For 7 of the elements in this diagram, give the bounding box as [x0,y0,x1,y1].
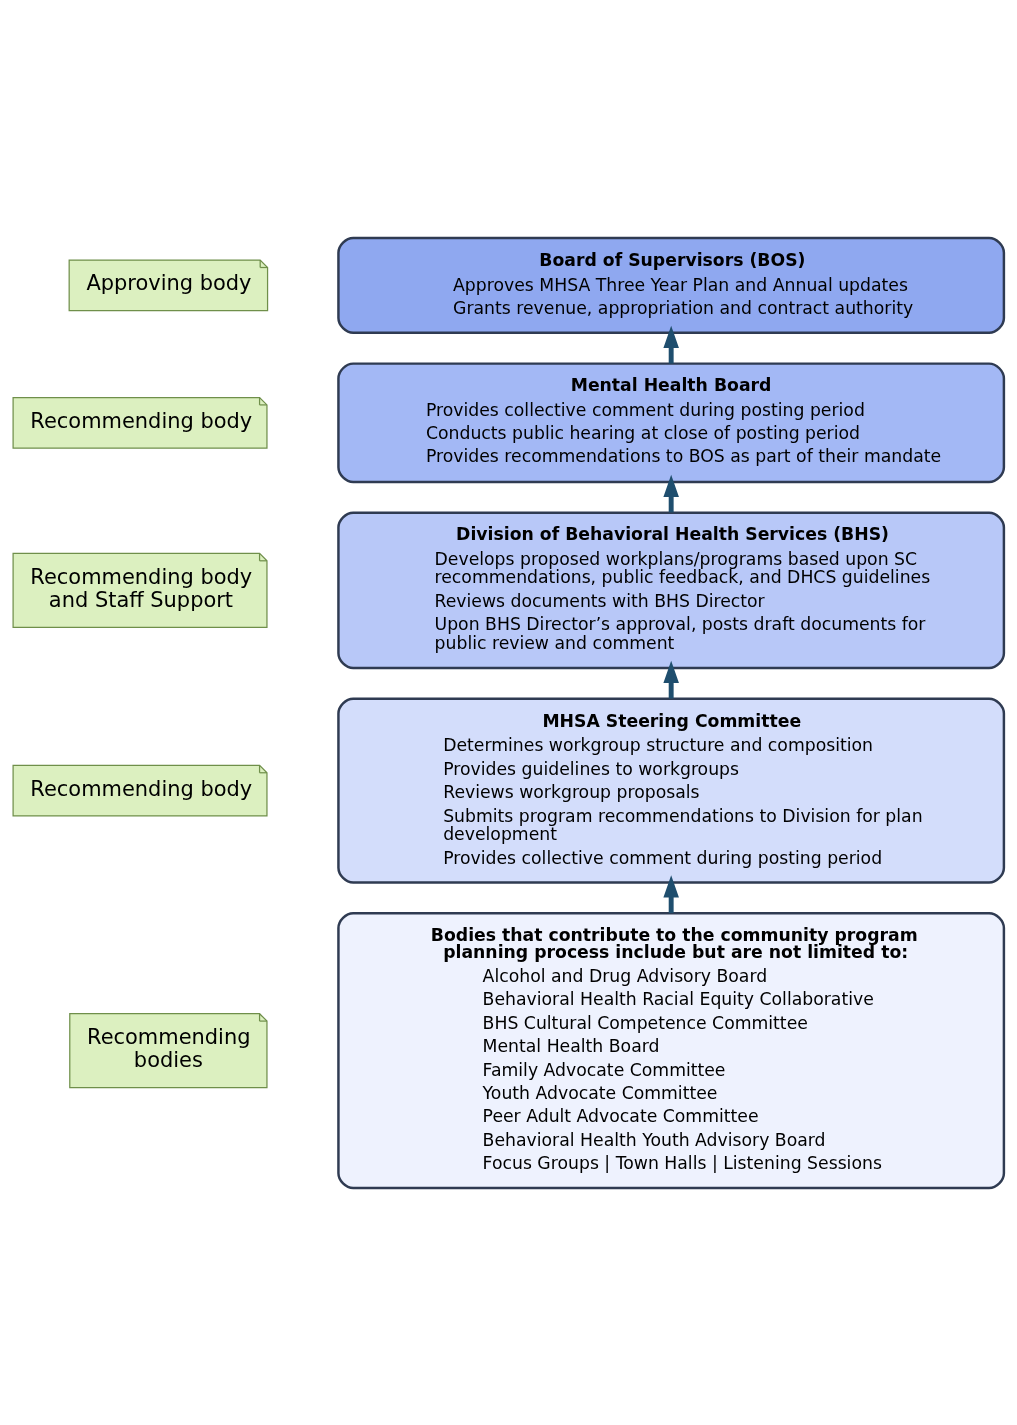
node-box: Division of Behavioral Health Services (BHS) Develops proposed workplans/programs based upon SC recommendations, public feedback, and DHCS guidelines Reviews documents with BHS Director Upon BHS Director’s approval, posts draft documents for public review and comment [337,511,1006,669]
node-box: Bodies that contribute to the community program planning process include but are not limited to: Alcohol and Drug Advisory Board Behavioral Health Racial Equity Collaborative BHS Cultural Competence Committee Mental Health Board Family Advocate Committee Youth Advocate Committee Peer Adult Advocate Committee Behavioral Health Youth Advisory Board Focus Groups | Town Halls | Listening Sessions [337,911,1006,1189]
node-box: Board of Supervisors (BOS) Approves MHSA Three Year Plan and Annual updates Grants revenue, appropriation and contract authority [337,236,1006,334]
node-box: MHSA Steering Committee Determines workgroup structure and composition Provides guidelines to workgroups Reviews workgroup proposals Submits program recommendations to Division for plan development Provides collective comment during posting period [337,697,1006,884]
arrow [663,660,679,699]
node-box: Mental Health Board Provides collective comment during posting period Conducts public hearing at close of posting period Provides recommendations to BOS as part of their mandate [337,361,1006,483]
arrow [663,325,679,364]
